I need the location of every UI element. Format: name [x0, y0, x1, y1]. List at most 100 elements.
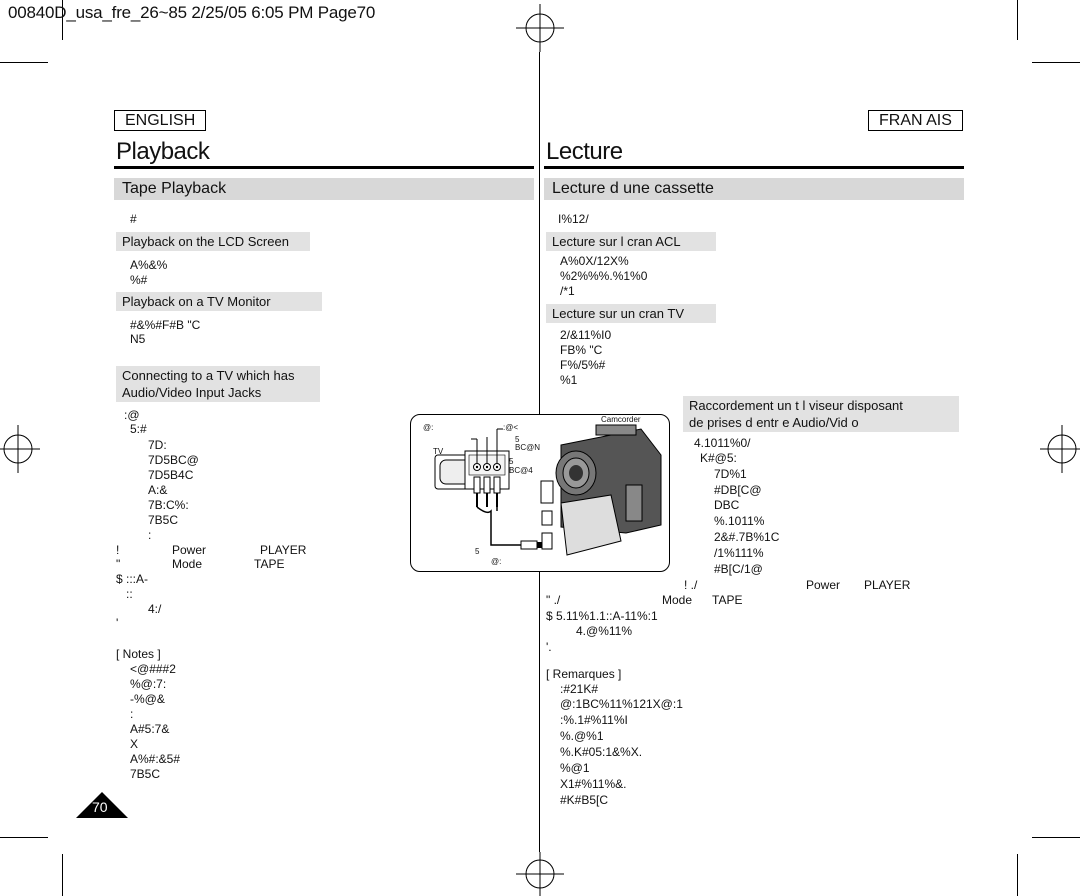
- registration-mark-left: [0, 425, 40, 473]
- english-note-4: :: [130, 707, 134, 721]
- english-step1-power: Power: [172, 543, 207, 557]
- english-note-8: 7B5C: [130, 767, 161, 781]
- av-cable-plugs: [473, 476, 543, 550]
- page-number: 70: [92, 799, 108, 815]
- english-step1-bullet: !: [116, 543, 120, 557]
- english-step2-mode: Mode: [172, 557, 203, 571]
- french-step1-player: PLAYER: [864, 578, 911, 592]
- french-section-header: Lecture d une cassette: [544, 178, 964, 200]
- french-title-rule: [544, 166, 964, 169]
- french-note-8: #K#B5[C: [560, 793, 609, 807]
- cable-label-1: 5: [515, 435, 520, 444]
- english-tv-heading: Playback on a TV Monitor: [116, 292, 322, 311]
- french-step2-bullet: " ./: [546, 593, 561, 607]
- french-step-6: %.1011%: [714, 514, 765, 528]
- english-step-b-4: A:&: [148, 483, 168, 497]
- english-step-b-2: 7D5BC@: [148, 453, 199, 467]
- english-section-header: Tape Playback: [114, 178, 534, 200]
- french-step1-bullet: ! ./: [684, 578, 698, 592]
- english-tv-line-2: N5: [130, 332, 146, 346]
- french-step-3: 7D%1: [714, 467, 747, 481]
- french-step-7: 2&#.7B%1C: [714, 530, 780, 544]
- french-lcd-heading: Lecture sur l cran ACL: [546, 232, 716, 251]
- english-step-b-6: 7B5C: [148, 513, 179, 527]
- english-note-7: A%#:&5#: [130, 752, 181, 766]
- french-av-heading: Raccordement un t l viseur disposant de …: [683, 396, 959, 432]
- crop-mark-bottom-right-v: [1017, 854, 1018, 896]
- english-title-rule: [114, 166, 534, 169]
- english-step3: $ :::A-: [116, 572, 149, 586]
- french-step4: '.: [546, 640, 552, 654]
- french-av-heading-line-1: Raccordement un t l viseur disposant: [689, 398, 903, 413]
- french-note-2: @:1BC%11%121X@:1: [560, 697, 683, 711]
- english-note-3: -%@&: [130, 692, 165, 706]
- english-note-2: %@:7:: [130, 677, 167, 691]
- jack-label-left: @:: [423, 423, 434, 432]
- english-language-tab: ENGLISH: [114, 110, 207, 131]
- crop-mark-bottom-left-h: [0, 837, 48, 838]
- french-page-title: Lecture: [546, 138, 623, 165]
- registration-mark-right: [1040, 425, 1080, 473]
- french-step2-mode: Mode: [662, 593, 693, 607]
- french-notes-label: [ Remarques ]: [546, 667, 622, 681]
- english-note-6: X: [130, 737, 139, 751]
- english-lcd-line-2: %#: [130, 273, 148, 287]
- french-step-8: /1%111%: [714, 546, 764, 560]
- english-step2-bullet: ": [116, 557, 121, 571]
- page-number-triangle: [76, 792, 128, 818]
- french-intro-text: I%12/: [558, 212, 589, 226]
- english-step-b-3: 7D5B4C: [148, 468, 194, 482]
- cable-label-3: 5: [509, 457, 514, 466]
- french-tv-line-4: %1: [560, 373, 578, 387]
- french-tv-line-1: 2/&11%I0: [560, 328, 612, 342]
- french-lcd-line-3: /*1: [560, 284, 575, 298]
- english-step-b-1: 7D:: [148, 438, 167, 452]
- tv-to-camcorder-illustration: [434, 424, 662, 556]
- camcorder-label: Camcorder: [601, 415, 641, 424]
- french-tv-heading: Lecture sur un cran TV: [546, 304, 716, 323]
- crop-mark-bottom-left-v: [62, 854, 63, 896]
- jack-label-right: :@<: [503, 423, 519, 432]
- english-note-1: <@###2: [130, 662, 176, 676]
- french-step-2: K#@5:: [700, 451, 737, 465]
- french-note-7: X1#%11%&.: [560, 777, 627, 791]
- english-lcd-heading: Playback on the LCD Screen: [116, 232, 310, 251]
- french-language-tab: FRAN AIS: [868, 110, 963, 131]
- connection-diagram: Camcorder TV @: :@< 5 BC@N 5 BC@4 5 @:: [410, 414, 670, 572]
- french-tv-line-2: FB% "C: [560, 343, 603, 357]
- french-lcd-line-1: A%0X/12X%: [560, 254, 629, 268]
- french-step3b: 4.@%11%: [576, 624, 632, 638]
- english-tv-line-1: #&%#F#B "C: [130, 318, 201, 332]
- registration-mark-bottom: [516, 852, 564, 896]
- french-note-5: %.K#05:1&%X.: [560, 745, 643, 759]
- french-step1-power: Power: [806, 578, 841, 592]
- french-step-4: #DB[C@: [714, 483, 762, 497]
- french-step-1: 4.1011%0/: [694, 436, 751, 450]
- cable-label-2: BC@N: [515, 443, 541, 452]
- french-step3: $ 5.11%1.1::A-11%:1: [546, 609, 658, 623]
- english-av-heading: Connecting to a TV which has Audio/Video…: [116, 366, 320, 402]
- crop-mark-top-left-v: [62, 0, 63, 40]
- english-step1-player: PLAYER: [260, 543, 307, 557]
- french-step-5: DBC: [714, 498, 740, 512]
- french-note-6: %@1: [560, 761, 590, 775]
- french-step-9: #B[C/1@: [714, 562, 763, 576]
- french-av-heading-line-2: de prises d entr e Audio/Vid o: [689, 415, 859, 430]
- crop-mark-top-left-h: [0, 62, 48, 63]
- french-tv-line-3: F%/5%#: [560, 358, 606, 372]
- english-note-5: A#5:7&: [130, 722, 170, 736]
- english-step-b-7: :: [148, 528, 152, 542]
- english-step2-tape: TAPE: [254, 557, 285, 571]
- french-note-4: %.@%1: [560, 729, 604, 743]
- file-header-line: 00840D_usa_fre_26~85 2/25/05 6:05 PM Pag…: [8, 3, 376, 22]
- french-lcd-line-2: %2%%%.%1%0: [560, 269, 648, 283]
- english-av-heading-line-2: Audio/Video Input Jacks: [122, 385, 262, 400]
- english-lcd-line-1: A%&%: [130, 258, 168, 272]
- crop-mark-top-right-v: [1017, 0, 1018, 40]
- tv-label: TV: [433, 447, 444, 456]
- french-step2-tape: TAPE: [712, 593, 743, 607]
- camcorder-icon: [540, 424, 662, 556]
- english-step3b: ::: [126, 587, 133, 601]
- cable-label-6: @:: [491, 557, 502, 566]
- english-step-b-5: 7B:C%:: [148, 498, 189, 512]
